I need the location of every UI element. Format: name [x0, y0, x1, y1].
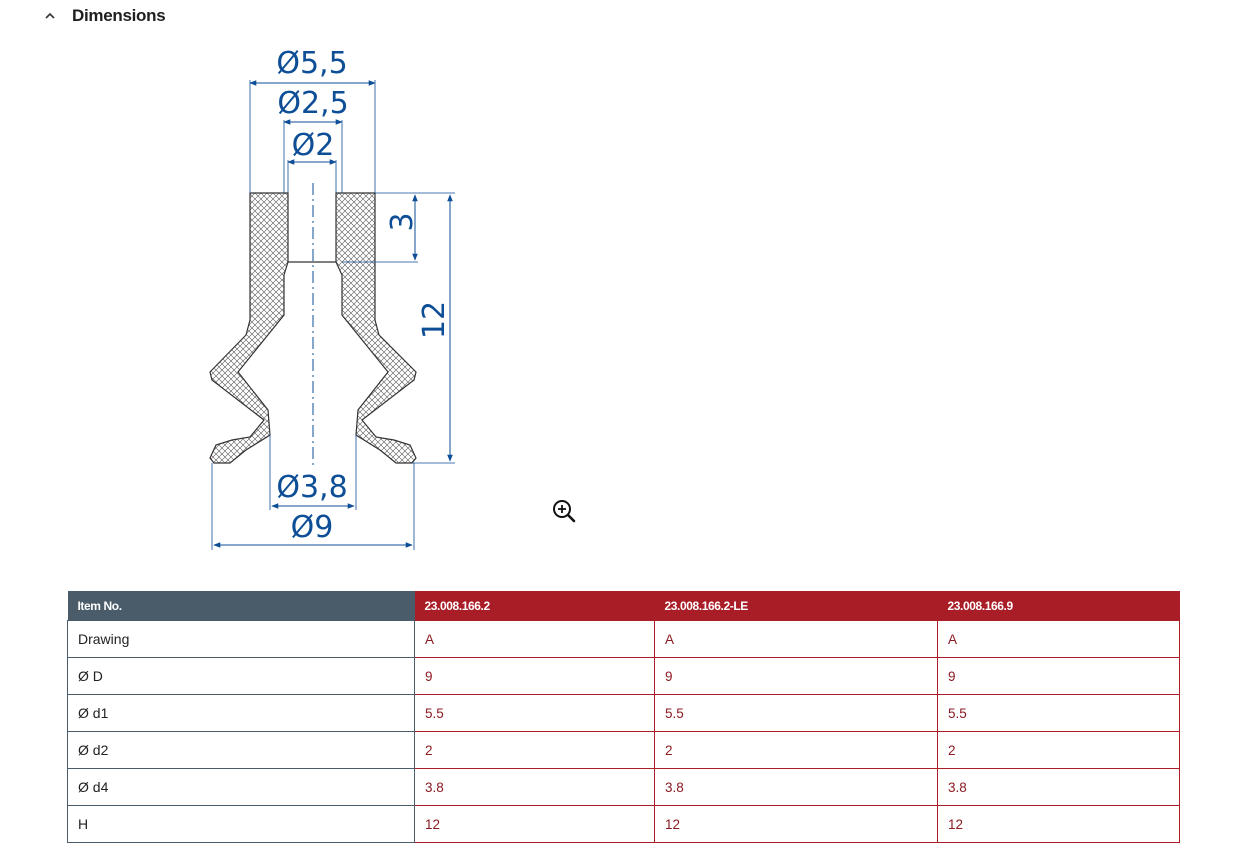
right-wall-section [335, 192, 417, 464]
table-cell: 2 [654, 731, 938, 769]
chevron-up-icon[interactable] [44, 4, 72, 28]
column-header: 23.008.166.2-LE [654, 591, 938, 621]
table-cell: 12 [937, 805, 1180, 843]
table-row: Ø d2 2 2 2 [67, 731, 1180, 769]
table-cell: 5.5 [654, 694, 938, 732]
section-title: Dimensions [72, 6, 166, 25]
table-header-row: Item No. 23.008.166.2 23.008.166.2-LE 23… [67, 591, 1180, 621]
row-label: H [67, 805, 415, 843]
table-cell: 12 [654, 805, 938, 843]
zoom-in-icon[interactable] [551, 498, 577, 524]
header-item-no: Item No. [67, 591, 415, 621]
dim-label-d-mid-top: Ø2,5 [277, 86, 348, 121]
dim-label-d-bottom-inner: Ø3,8 [276, 470, 347, 505]
dim-label-height-top: 3 [385, 212, 420, 231]
table-cell: 2 [937, 731, 1180, 769]
table-cell: A [937, 620, 1180, 658]
table-cell: 2 [414, 731, 655, 769]
table-row: Drawing A A A [67, 620, 1180, 658]
table-cell: 3.8 [414, 768, 655, 806]
table-cell: 9 [937, 657, 1180, 695]
row-label: Ø d4 [67, 768, 415, 806]
table-cell: 12 [414, 805, 655, 843]
dim-label-d-outer-top: Ø5,5 [276, 46, 347, 81]
dimensions-section-header[interactable]: Dimensions [44, 4, 166, 28]
table-cell: 5.5 [937, 694, 1180, 732]
dim-label-height-total: 12 [417, 301, 452, 339]
table-cell: A [654, 620, 938, 658]
table-cell: 3.8 [937, 768, 1180, 806]
left-wall-section [209, 192, 289, 464]
row-label: Ø D [67, 657, 415, 695]
row-label: Ø d1 [67, 694, 415, 732]
table-row: H 12 12 12 [67, 805, 1180, 843]
dim-label-d-bottom-outer: Ø9 [291, 510, 334, 545]
table-cell: 9 [654, 657, 938, 695]
table-cell: A [414, 620, 655, 658]
column-header: 23.008.166.9 [937, 591, 1180, 621]
technical-drawing: Ø5,5 Ø2,5 Ø2 3 12 Ø3,8 Ø9 [150, 40, 510, 560]
table-row: Ø d4 3.8 3.8 3.8 [67, 768, 1180, 806]
row-label: Drawing [67, 620, 415, 658]
table-cell: 9 [414, 657, 655, 695]
dim-label-d-inner-top: Ø2 [292, 128, 335, 163]
dimensions-table: Item No. 23.008.166.2 23.008.166.2-LE 23… [67, 591, 1180, 843]
column-header: 23.008.166.2 [414, 591, 655, 621]
suction-cup-drawing: Ø5,5 Ø2,5 Ø2 3 12 Ø3,8 Ø9 [209, 46, 455, 550]
table-row: Ø d1 5.5 5.5 5.5 [67, 694, 1180, 732]
row-label: Ø d2 [67, 731, 415, 769]
table-row: Ø D 9 9 9 [67, 657, 1180, 695]
table-cell: 5.5 [414, 694, 655, 732]
table-cell: 3.8 [654, 768, 938, 806]
